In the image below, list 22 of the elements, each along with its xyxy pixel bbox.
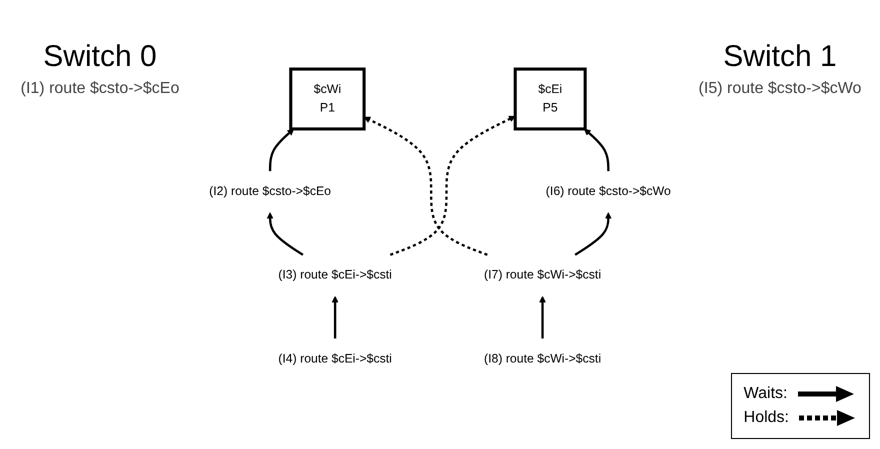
arrow (332, 296, 338, 338)
arrow (268, 128, 294, 172)
legend-label: Holds: (744, 409, 789, 427)
node-box: $cWi P1 (289, 68, 366, 130)
arrow (364, 116, 488, 256)
switch-heading: Switch 0 (42, 40, 158, 74)
instruction-text: (I1) route $csto->$cEo (20, 80, 180, 98)
arrow (266, 212, 304, 256)
arrow (539, 296, 546, 338)
arrow (574, 212, 612, 256)
node-text: (I6) route $csto->$cWo (546, 184, 671, 198)
instruction-text: (I5) route $csto->$cWo (698, 80, 862, 98)
node-text: (I8) route $cWi->$csti (484, 352, 602, 366)
switch-heading: Switch 1 (722, 40, 838, 74)
arrow (390, 116, 516, 256)
node-text: (I3) route $cEi->$csti (278, 268, 392, 282)
arrow (584, 128, 610, 172)
node-text: (I2) route $csto->$cEo (209, 184, 332, 198)
node-text: (I4) route $cEi->$csti (278, 352, 392, 366)
node-text: (I7) route $cWi->$csti (484, 268, 602, 282)
legend-label: Waits: (744, 385, 788, 403)
node-box: $cEi P5 (514, 68, 587, 130)
